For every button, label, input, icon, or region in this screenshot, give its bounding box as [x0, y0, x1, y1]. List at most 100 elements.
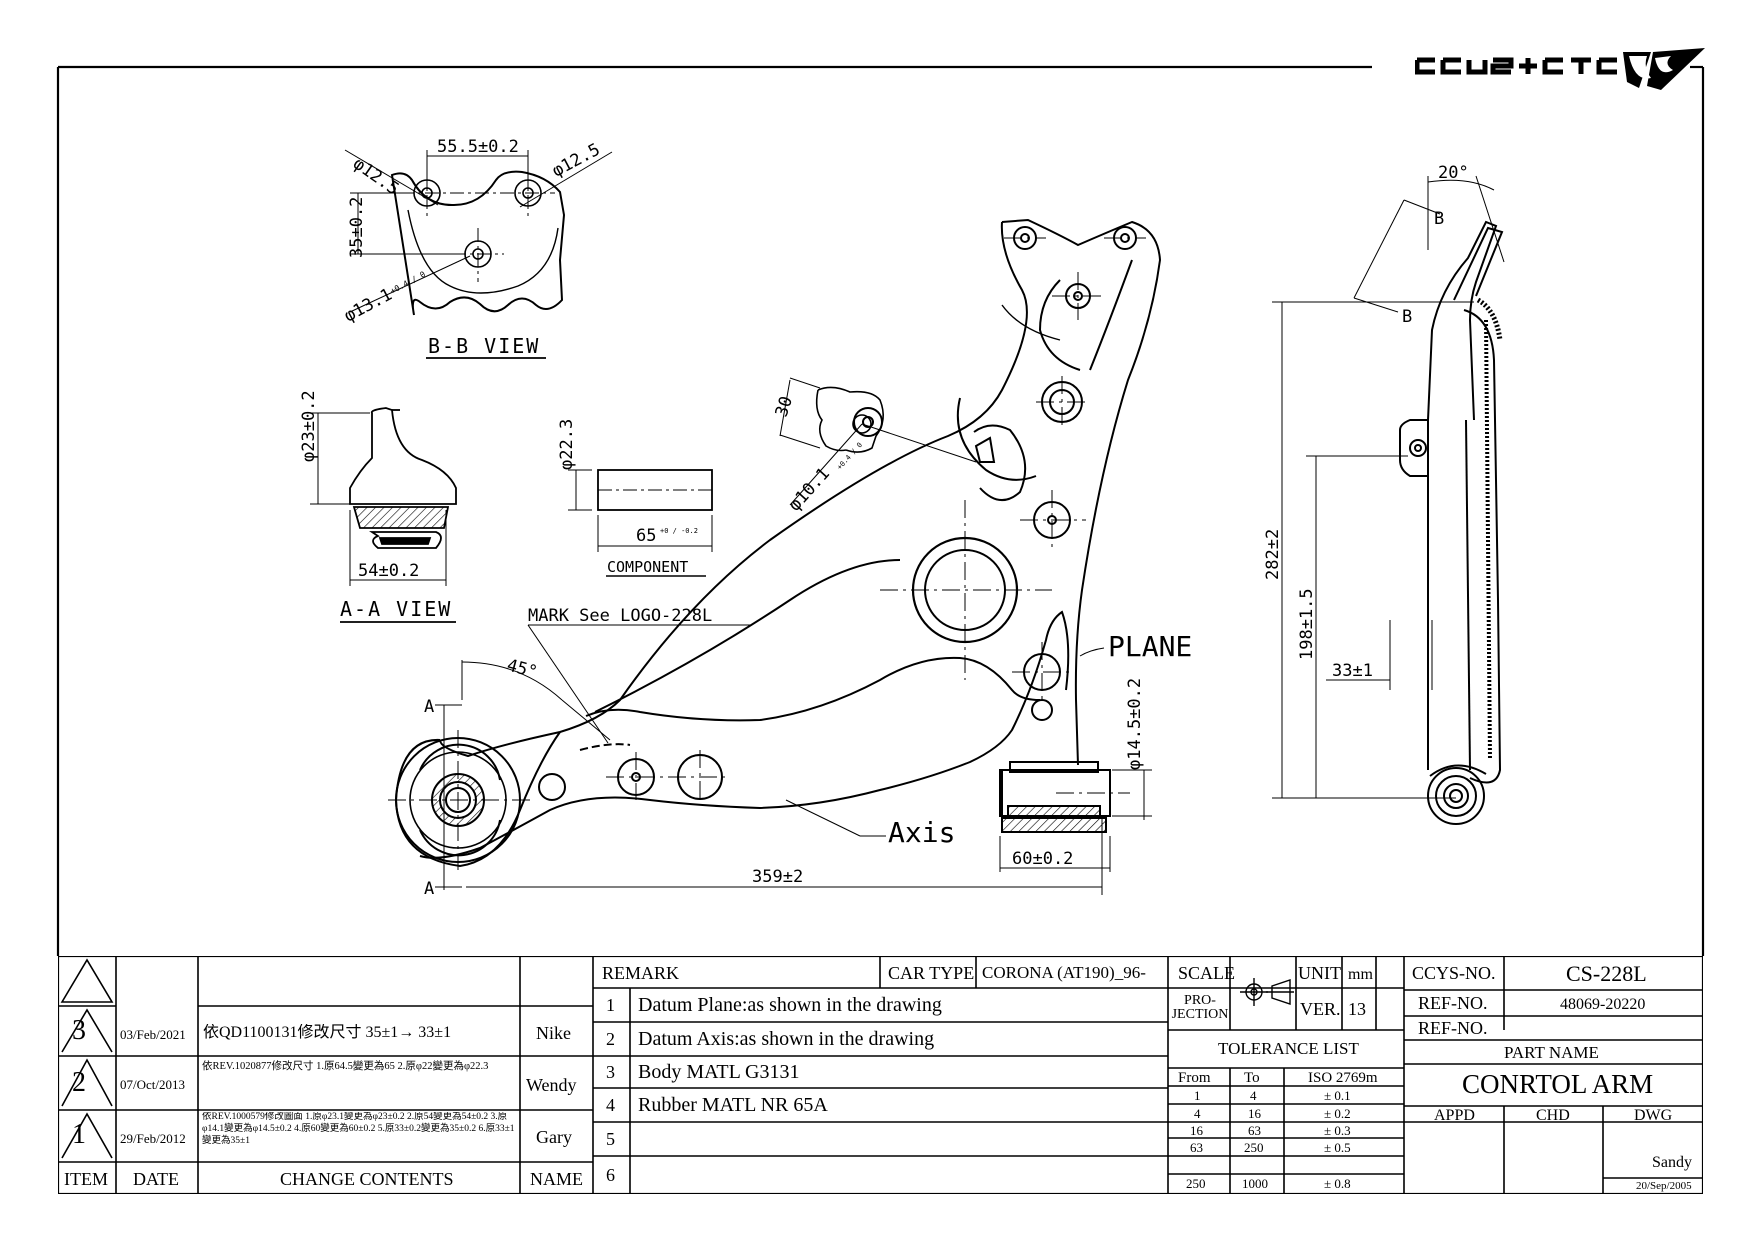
rev-3-item: 3: [72, 1016, 86, 1046]
side-angle: 20°: [1438, 163, 1469, 183]
ref-no-label: REF-NO.: [1418, 994, 1488, 1013]
tol-4-tol: ± 0.5: [1324, 1141, 1351, 1155]
chd-label: CHD: [1536, 1107, 1570, 1124]
tol-header-to: To: [1244, 1070, 1260, 1086]
aa-dim-diameter: φ23±0.2: [299, 390, 319, 462]
remark-2-no: 2: [606, 1030, 615, 1049]
ver-label: VER.: [1300, 1000, 1341, 1019]
ccys-no-value: CS-228L: [1566, 962, 1647, 986]
side-view: [1272, 175, 1505, 825]
mark-note: MARK See LOGO-228L: [528, 606, 712, 626]
unit-label: UNIT: [1298, 964, 1341, 983]
tol-1-to: 4: [1250, 1089, 1257, 1103]
title-block: 3 03/Feb/2021 依QD1100131修改尺寸 35±1→ 33±1 …: [58, 956, 1703, 1194]
section-a-top: A: [424, 697, 434, 717]
bb-dim-height: 35±0.2: [347, 197, 367, 258]
header-item: ITEM: [64, 1170, 108, 1189]
ver-value: 13: [1348, 1000, 1366, 1019]
ref-no2-label: REF-NO.: [1418, 1019, 1488, 1038]
dwg-date: 20/Sep/2005: [1636, 1180, 1692, 1192]
rev-1-date: 29/Feb/2012: [120, 1132, 186, 1146]
rev-2-content: 依REV.1020877修改尺寸 1.原64.5變更為65 2.原φ22變更為φ…: [202, 1061, 489, 1072]
remark-1-no: 1: [606, 996, 615, 1015]
title-block-grid: [58, 956, 1703, 1194]
remark-2-text: Datum Axis:as shown in the drawing: [638, 1028, 935, 1050]
rev-1-content: 依REV.1000579修改圖面 1.原φ23.1變更為φ23±0.2 2.原5…: [202, 1112, 515, 1146]
section-a-bottom: A: [424, 879, 434, 899]
component-dim-length: 65: [636, 526, 656, 546]
aa-view: [310, 407, 457, 623]
tol-5-from: 250: [1186, 1177, 1206, 1191]
drawing-border: [56, 65, 1705, 956]
tol-2-to: 16: [1248, 1107, 1261, 1121]
rev-3-date: 03/Feb/2021: [120, 1028, 186, 1042]
projection-symbol-icon: [1240, 978, 1294, 1006]
dwg-label: DWG: [1634, 1107, 1673, 1124]
component-dim-diameter: φ22.3: [557, 419, 577, 470]
tol-4-from: 63: [1190, 1141, 1203, 1155]
tol-5-tol: ± 0.8: [1324, 1177, 1351, 1191]
tolerance-title: TOLERANCE LIST: [1218, 1040, 1359, 1058]
rev-3-name: Nike: [536, 1024, 571, 1043]
section-b-top: B: [1434, 209, 1444, 229]
main-dim-hole: φ10.1: [785, 464, 834, 515]
remark-6-no: 6: [606, 1166, 615, 1185]
bb-view-title: B-B VIEW: [428, 334, 540, 358]
component-label: COMPONENT: [607, 558, 688, 576]
unit-value: mm: [1348, 966, 1373, 983]
appd-label: APPD: [1434, 1107, 1475, 1124]
tol-header-iso: ISO 2769m: [1308, 1070, 1378, 1086]
rev-2-item: 2: [72, 1068, 86, 1098]
main-dim-bush-width: 60±0.2: [1012, 849, 1073, 869]
main-dim-hole-tol: +0.4 / 0: [836, 441, 865, 471]
angle-45: 45°: [505, 656, 540, 683]
tol-3-to: 63: [1248, 1124, 1261, 1138]
part-name-label: PART NAME: [1504, 1044, 1599, 1062]
bb-dim-spacing: 55.5±0.2: [437, 137, 519, 157]
bb-view: [344, 149, 613, 359]
ref-no-value: 48069-20220: [1560, 996, 1646, 1013]
tol-4-to: 250: [1244, 1141, 1264, 1155]
remark-3-text: Body MATL G3131: [638, 1061, 800, 1083]
side-dim-mid: 198±1.5: [1297, 588, 1317, 660]
remark-3-no: 3: [606, 1063, 615, 1082]
projection-label: PRO-JECTION: [1171, 994, 1229, 1022]
component-view: [568, 469, 716, 577]
header-date: DATE: [133, 1170, 179, 1189]
tol-3-from: 16: [1190, 1124, 1203, 1138]
scale-label: SCALE: [1178, 964, 1236, 983]
ccys-no-label: CCYS-NO.: [1412, 964, 1496, 983]
remark-4-text: Rubber MATL NR 65A: [638, 1094, 828, 1116]
main-dim-bush: φ14.5±0.2: [1125, 678, 1145, 770]
remark-5-no: 5: [606, 1130, 615, 1149]
plane-label: PLANE: [1108, 630, 1192, 663]
rev-1-name: Gary: [536, 1128, 572, 1147]
side-dim-total: 282±2: [1263, 529, 1283, 580]
part-name-value: CONRTOL ARM: [1462, 1070, 1654, 1099]
component-dim-length-tol: +0 / -0.2: [660, 527, 698, 535]
tol-header-from: From: [1178, 1070, 1211, 1086]
aa-view-title: A-A VIEW: [340, 597, 452, 621]
tol-1-tol: ± 0.1: [1324, 1089, 1351, 1103]
tol-3-tol: ± 0.3: [1324, 1124, 1351, 1138]
main-dim-length: 359±2: [752, 867, 803, 887]
aa-dim-width: 54±0.2: [358, 561, 419, 581]
tol-2-tol: ± 0.2: [1324, 1107, 1351, 1121]
control-arm-main-view: [388, 218, 1162, 895]
side-dim-offset: 33±1: [1332, 661, 1373, 681]
remark-1-text: Datum Plane:as shown in the drawing: [638, 994, 942, 1016]
rev-2-name: Wendy: [526, 1076, 577, 1095]
remark-4-no: 4: [606, 1096, 615, 1115]
car-type-value: CORONA (AT190)_96-: [982, 964, 1146, 982]
rev-3-content: 依QD1100131修改尺寸 35±1→ 33±1: [203, 1024, 452, 1041]
rev-2-date: 07/Oct/2013: [120, 1078, 185, 1092]
remark-label: REMARK: [602, 964, 680, 983]
header-change-contents: CHANGE CONTENTS: [280, 1170, 454, 1189]
main-dim-30: 30: [772, 394, 797, 420]
tol-5-to: 1000: [1242, 1177, 1268, 1191]
rev-1-item: 1: [72, 1120, 86, 1150]
car-type-label: CAR TYPE: [888, 964, 975, 983]
company-logo: [1414, 48, 1705, 104]
dwg-name: Sandy: [1652, 1154, 1692, 1171]
